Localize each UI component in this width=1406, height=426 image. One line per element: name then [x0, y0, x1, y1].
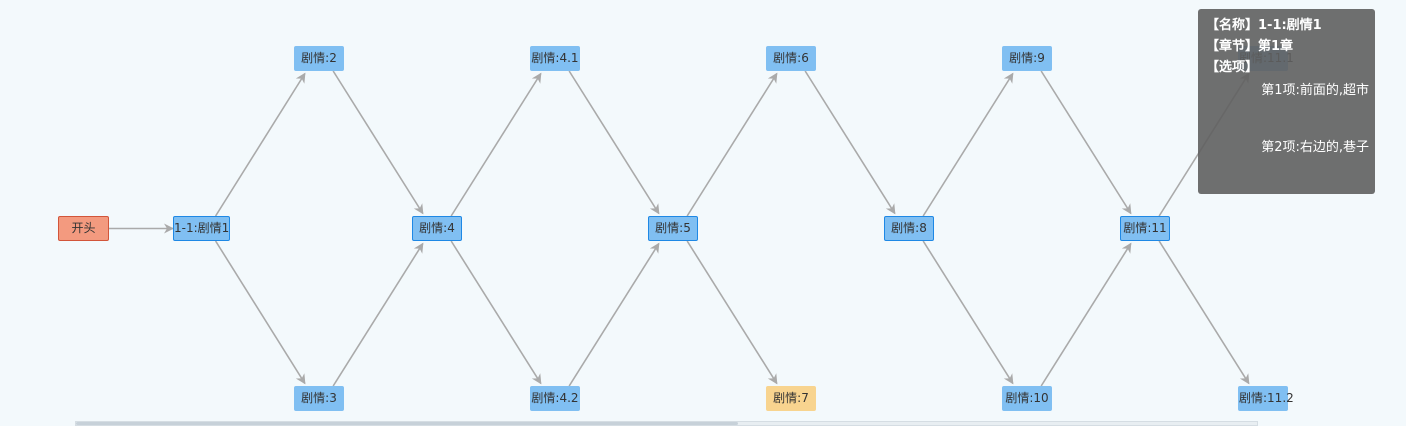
flow-node-9[interactable]: 剧情:9 — [1002, 46, 1052, 71]
tooltip-option-2: 第2项:右边的,巷子 — [1261, 140, 1369, 155]
edge-1-1-to-3 — [214, 240, 306, 385]
flow-node-start[interactable]: 开头 — [58, 216, 109, 241]
edge-4-to-4-2 — [450, 240, 542, 385]
horizontal-scrollbar[interactable] — [75, 421, 1258, 426]
edge-1-1-to-2 — [214, 72, 306, 217]
edge-4-2-to-5 — [568, 242, 660, 387]
edge-8-to-9 — [922, 72, 1014, 217]
edge-5-to-7 — [686, 240, 778, 385]
flow-node-8[interactable]: 剧情:8 — [884, 216, 934, 241]
flow-node-1-1[interactable]: 1-1:剧情1 — [173, 216, 230, 241]
flow-node-10[interactable]: 剧情:10 — [1002, 386, 1052, 411]
edge-3-to-4 — [332, 242, 424, 387]
scrollbar-thumb[interactable] — [76, 422, 738, 425]
tooltip-options-header: 【选项】 — [1206, 60, 1259, 75]
edge-11-to-11-2 — [1158, 240, 1250, 385]
flow-node-11-2[interactable]: 剧情:11.2 — [1238, 386, 1294, 411]
edge-4-1-to-5 — [568, 70, 660, 215]
flow-node-7[interactable]: 剧情:7 — [766, 386, 816, 411]
flow-node-3[interactable]: 剧情:3 — [294, 386, 344, 411]
tooltip-chapter-line: 【章节】第1章 — [1206, 39, 1294, 54]
flow-node-2[interactable]: 剧情:2 — [294, 46, 344, 71]
edge-4-to-4-1 — [450, 72, 542, 217]
flow-node-4-2[interactable]: 剧情:4.2 — [530, 386, 580, 411]
edge-6-to-8 — [804, 70, 896, 215]
edge-8-to-10 — [922, 240, 1014, 385]
node-tooltip: 【名称】1-1:剧情1 【章节】第1章 【选项】 第1项:前面的,超市 第2项:… — [1198, 9, 1375, 194]
flow-node-5[interactable]: 剧情:5 — [648, 216, 698, 241]
tooltip-name-line: 【名称】1-1:剧情1 — [1206, 18, 1322, 33]
edge-5-to-6 — [686, 72, 778, 217]
tooltip-option-1: 第1项:前面的,超市 — [1261, 83, 1369, 98]
flow-node-4-1[interactable]: 剧情:4.1 — [530, 46, 580, 71]
edge-9-to-11 — [1040, 70, 1132, 215]
flow-node-6[interactable]: 剧情:6 — [766, 46, 816, 71]
edge-10-to-11 — [1040, 242, 1132, 387]
flow-node-11[interactable]: 剧情:11 — [1120, 216, 1170, 241]
flow-node-4[interactable]: 剧情:4 — [412, 216, 462, 241]
edge-2-to-4 — [332, 70, 424, 215]
